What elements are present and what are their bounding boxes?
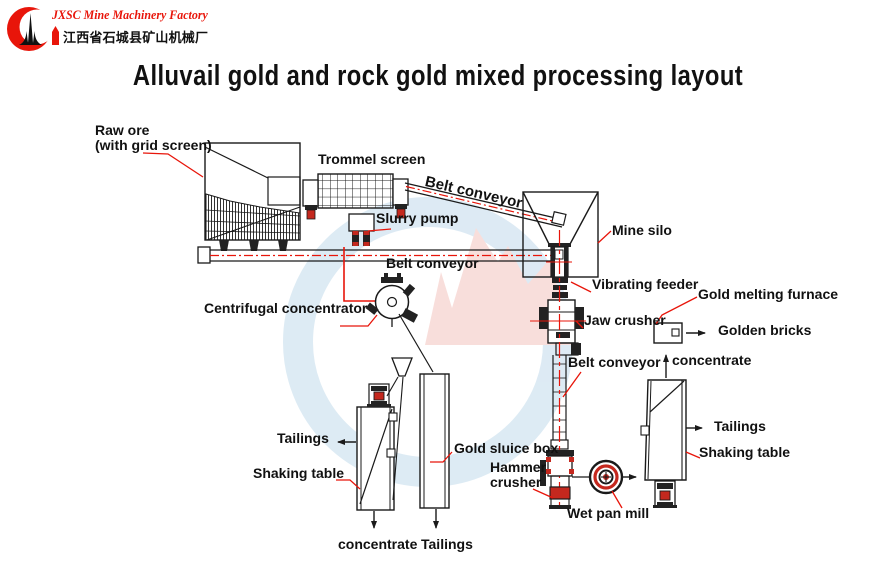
label-vibrating-feeder: Vibrating feeder xyxy=(592,276,699,292)
label-gold-melting-furnace: Gold melting furnace xyxy=(698,286,839,302)
label-shaking-table-left: Shaking table xyxy=(253,465,345,481)
label-hammer-crusher: Hammer crusher xyxy=(490,459,547,490)
label-golden-bricks: Golden bricks xyxy=(718,322,812,338)
wet-pan-mill xyxy=(572,459,624,495)
label-centrifugal-concentrator: Centrifugal concentrator xyxy=(204,300,368,316)
centrifugal-concentrator xyxy=(365,273,434,373)
label-wet-pan-mill: Wet pan mill xyxy=(567,505,650,521)
feed-funnel xyxy=(386,357,413,501)
company-name-cn: 江西省石城县矿山机械厂 xyxy=(63,30,209,45)
label-tailings-left: Tailings xyxy=(277,430,329,446)
label-mine-silo: Mine silo xyxy=(612,222,672,238)
mountain-icon xyxy=(52,26,59,45)
ground-belt-conveyor xyxy=(197,246,565,264)
page-title: Alluvail gold and rock gold mixed proces… xyxy=(132,60,744,92)
label-concentrate-right: concentrate xyxy=(672,352,752,368)
label-tailings-right: Tailings xyxy=(714,418,766,434)
company-name-en: JXSC Mine Machinery Factory xyxy=(52,7,208,22)
gold-sluice-box xyxy=(419,373,450,509)
label-jaw-crusher: Jaw crusher xyxy=(584,312,666,328)
label-gold-sluice-box: Gold sluice box xyxy=(454,440,559,456)
hammer-crusher xyxy=(540,450,574,509)
label-slurry-pump: Slurry pump xyxy=(376,210,459,226)
company-logo-icon xyxy=(7,7,59,51)
jaw-crusher xyxy=(530,299,586,356)
label-belt-conveyor-vertical: Belt conveyor xyxy=(568,354,661,370)
slurry-pump xyxy=(348,213,375,246)
trommel-screen xyxy=(302,173,409,220)
gold-melting-furnace xyxy=(653,322,683,344)
label-tailings-bottom: Tailings xyxy=(421,536,473,552)
label-raw-ore: Raw ore (with grid screen) xyxy=(95,122,212,153)
label-concentrate-bottom: concentrate xyxy=(338,536,418,552)
leader-lines xyxy=(142,152,701,509)
flow-arrows xyxy=(337,330,706,529)
label-trommel-screen: Trommel screen xyxy=(318,151,426,167)
label-shaking-table-right: Shaking table xyxy=(699,444,791,460)
raw-ore-hopper xyxy=(204,142,301,251)
label-belt-conveyor-main: Belt conveyor xyxy=(386,255,479,271)
left-shaking-table xyxy=(356,383,398,511)
right-shaking-table xyxy=(640,379,687,508)
